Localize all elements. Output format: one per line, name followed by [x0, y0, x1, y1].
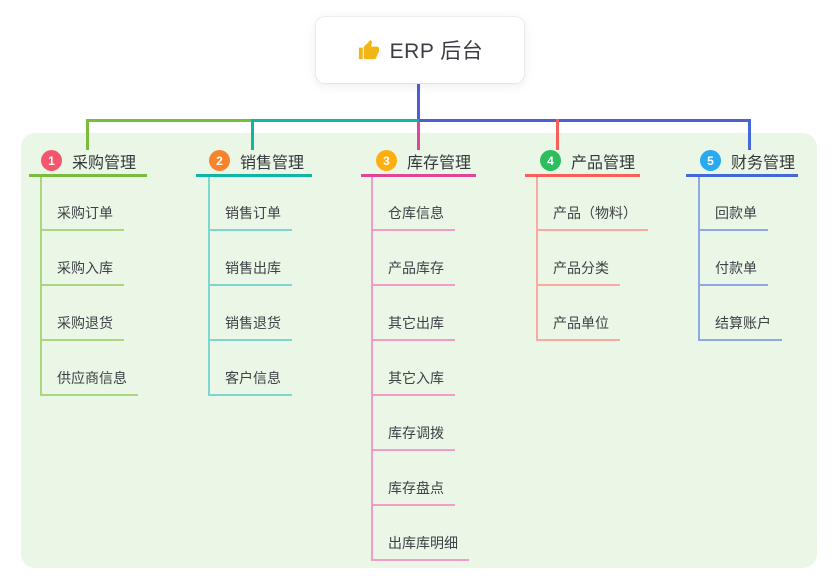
child-node-inventory-0[interactable]: 仓库信息 [371, 204, 455, 231]
child-node-finance-2[interactable]: 结算账户 [698, 314, 782, 341]
drop-line-product [556, 119, 559, 150]
branch-node-purchase[interactable]: 1 采购管理 [29, 147, 159, 174]
branch-underline-finance [686, 174, 798, 177]
branch-underline-purchase [29, 174, 147, 177]
branch-label-product: 产品管理 [571, 154, 636, 172]
branch-badge-product: 4 [540, 150, 561, 171]
drop-line-purchase [86, 119, 89, 150]
child-node-sales-1[interactable]: 销售出库 [208, 259, 292, 286]
child-node-purchase-1[interactable]: 采购入库 [40, 259, 124, 286]
branch-label-inventory: 库存管理 [407, 154, 472, 172]
branch-underline-product [525, 174, 640, 177]
branches-panel [21, 133, 817, 568]
child-node-inventory-4[interactable]: 库存调拨 [371, 424, 455, 451]
branch-spine-purchase [40, 177, 42, 396]
root-label: ERP 后台 [389, 40, 484, 63]
branch-spine-inventory [371, 177, 373, 561]
child-node-inventory-6[interactable]: 出库库明细 [371, 534, 469, 561]
drop-line-sales [251, 119, 254, 150]
branch-underline-inventory [361, 174, 476, 177]
child-node-sales-3[interactable]: 客户信息 [208, 369, 292, 396]
drop-line-inventory [417, 122, 420, 150]
child-node-product-1[interactable]: 产品分类 [536, 259, 620, 286]
branch-node-product[interactable]: 4 产品管理 [525, 147, 655, 174]
branch-node-finance[interactable]: 5 财务管理 [686, 147, 812, 174]
branch-badge-finance: 5 [700, 150, 721, 171]
child-node-purchase-0[interactable]: 采购订单 [40, 204, 124, 231]
branch-underline-sales [196, 174, 312, 177]
thumbs-up-icon [358, 39, 379, 59]
branch-label-sales: 销售管理 [240, 154, 305, 172]
branch-badge-inventory: 3 [376, 150, 397, 171]
child-node-inventory-3[interactable]: 其它入库 [371, 369, 455, 396]
branch-spine-product [536, 177, 538, 341]
branch-label-purchase: 采购管理 [72, 154, 137, 172]
child-node-purchase-2[interactable]: 采购退货 [40, 314, 124, 341]
child-node-inventory-2[interactable]: 其它出库 [371, 314, 455, 341]
root-stem-line [417, 83, 420, 122]
child-node-inventory-1[interactable]: 产品库存 [371, 259, 455, 286]
bus-segment-right [419, 119, 751, 122]
branch-spine-sales [208, 177, 210, 396]
child-node-sales-2[interactable]: 销售退货 [208, 314, 292, 341]
branch-badge-sales: 2 [209, 150, 230, 171]
child-node-inventory-5[interactable]: 库存盘点 [371, 479, 455, 506]
bus-segment-sales [253, 119, 419, 122]
child-node-product-0[interactable]: 产品（物料） [536, 204, 648, 231]
branch-badge-purchase: 1 [41, 150, 62, 171]
root-node[interactable]: ERP 后台 [316, 17, 524, 83]
child-node-finance-1[interactable]: 付款单 [698, 259, 768, 286]
branch-spine-finance [698, 177, 700, 341]
child-node-purchase-3[interactable]: 供应商信息 [40, 369, 138, 396]
branch-node-sales[interactable]: 2 销售管理 [196, 147, 325, 174]
bus-segment-purchase [86, 119, 253, 122]
drop-line-finance [748, 119, 751, 150]
child-node-product-2[interactable]: 产品单位 [536, 314, 620, 341]
child-node-finance-0[interactable]: 回款单 [698, 204, 768, 231]
child-node-sales-0[interactable]: 销售订单 [208, 204, 292, 231]
branch-node-inventory[interactable]: 3 库存管理 [361, 147, 491, 174]
branch-label-finance: 财务管理 [731, 154, 796, 172]
